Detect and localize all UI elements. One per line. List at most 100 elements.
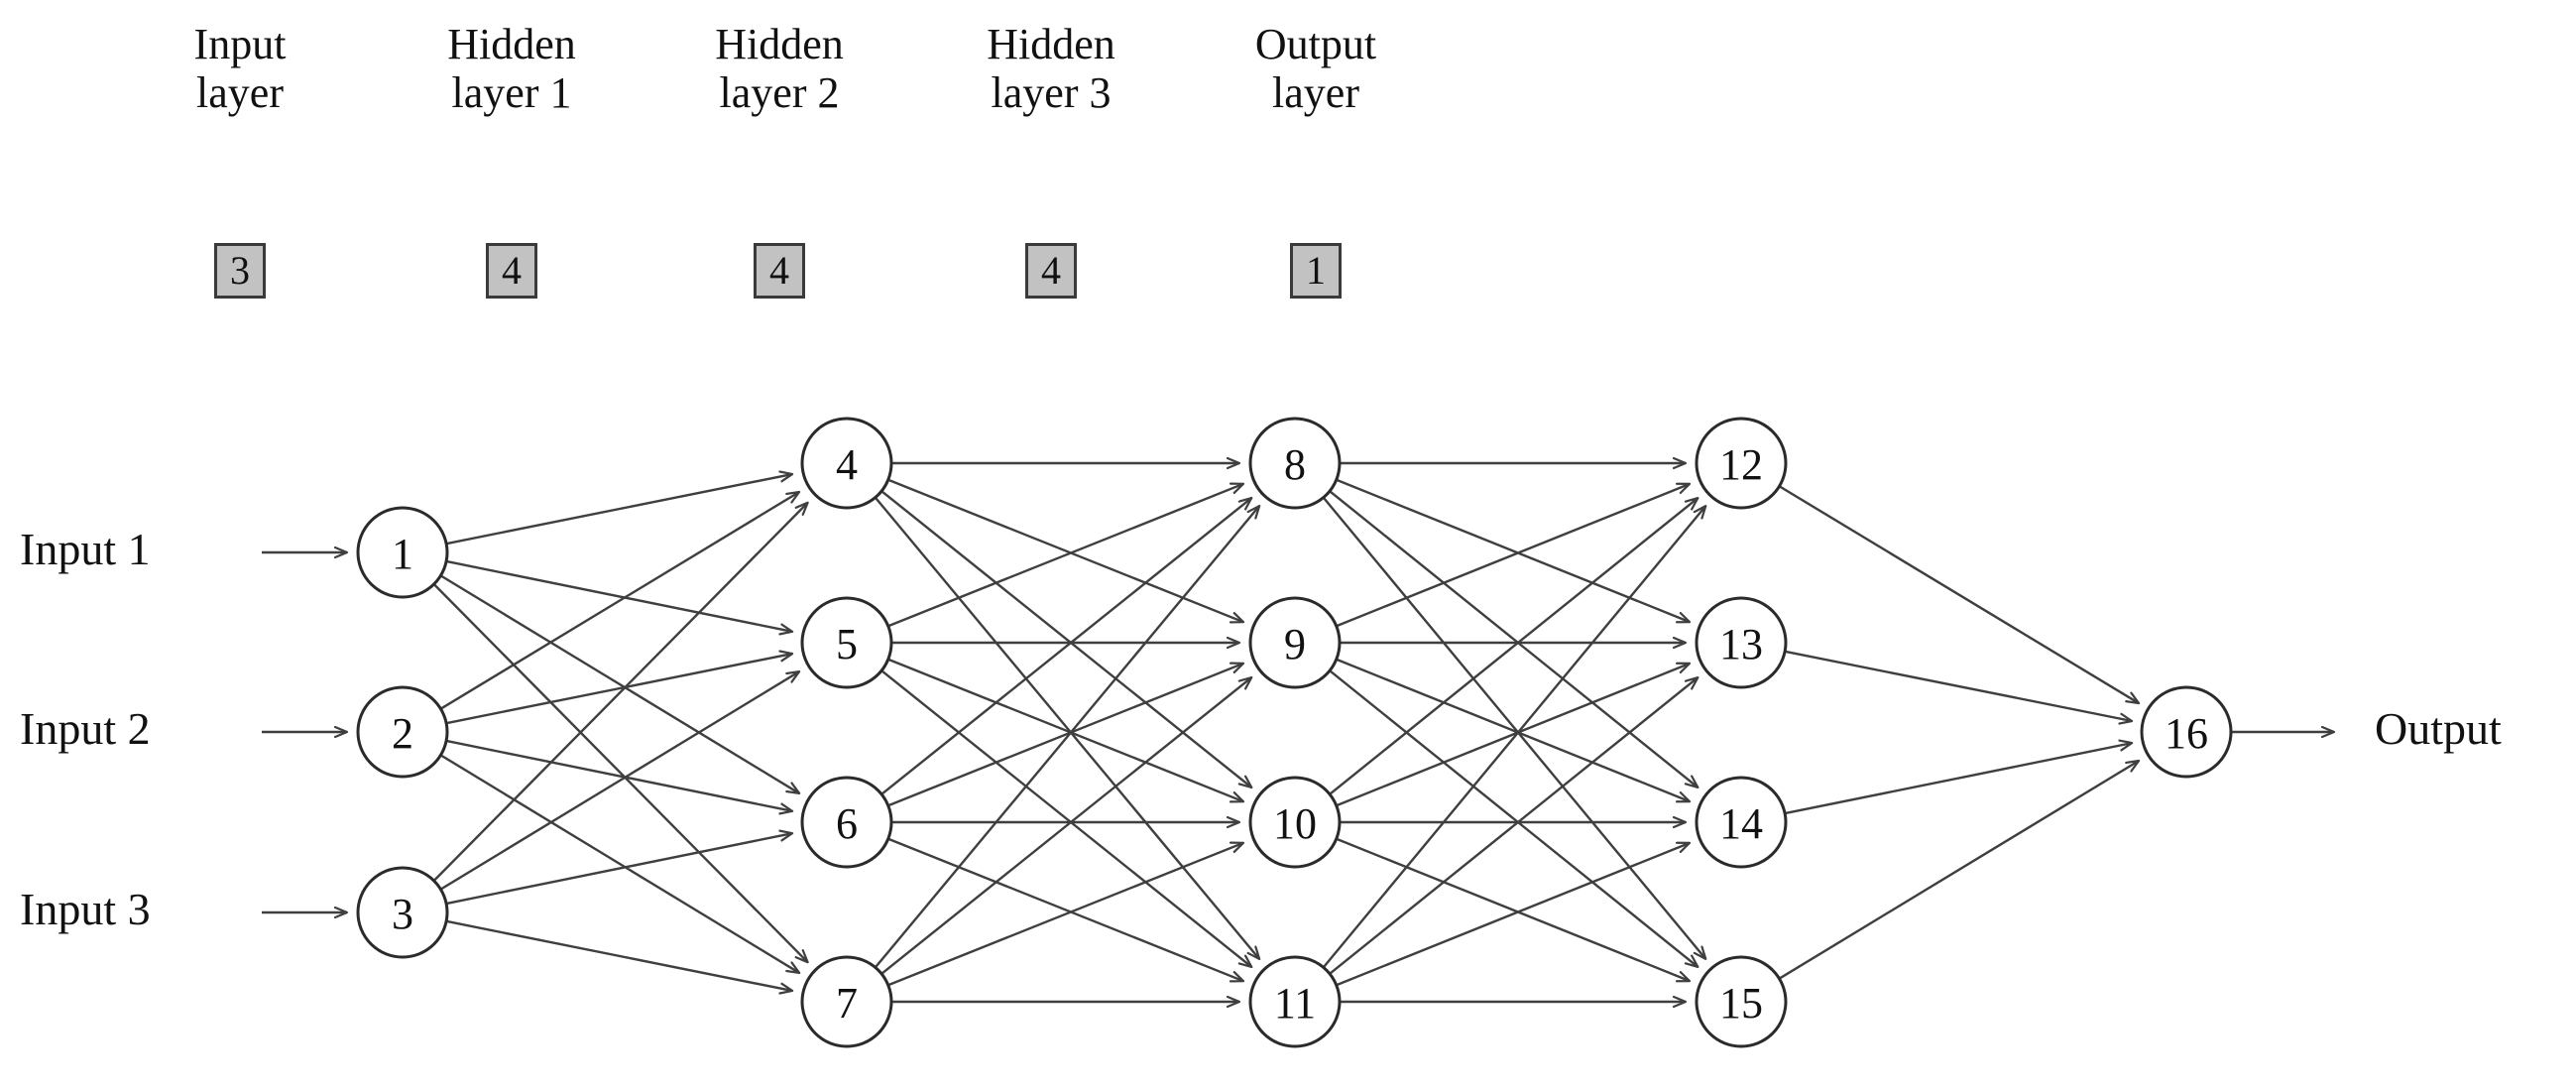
node-16[interactable]: 16	[2140, 685, 2233, 779]
edge-7-to-8	[874, 506, 1259, 969]
node-circle-4	[800, 417, 893, 510]
node-6[interactable]: 6	[800, 776, 893, 869]
node-9[interactable]: 9	[1248, 596, 1342, 689]
output-label-1: Output	[2375, 703, 2502, 754]
io-arrows-group	[262, 552, 2334, 912]
count-badge-hidden-layer-3: 4	[1025, 243, 1077, 299]
layer-header-output-layer: Output layer	[1254, 20, 1377, 118]
edge-10-to-13	[1336, 664, 1690, 807]
edge-9-to-14	[1336, 658, 1690, 801]
input-label-2: Input 2	[20, 703, 151, 754]
edge-7-to-10	[887, 843, 1243, 987]
edge-4-to-9	[887, 478, 1243, 622]
node-label-11: 11	[1274, 979, 1316, 1028]
node-4[interactable]: 4	[800, 417, 893, 510]
node-label-3: 3	[392, 890, 413, 938]
layer-header-hidden-layer-2: Hidden layer 2	[715, 20, 844, 118]
edge-1-to-4	[445, 474, 792, 546]
node-circle-15	[1695, 955, 1788, 1048]
edge-2-to-5	[445, 654, 792, 725]
edge-8-to-13	[1336, 478, 1690, 622]
edge-11-to-14	[1336, 843, 1690, 987]
node-8[interactable]: 8	[1248, 417, 1342, 510]
node-circle-6	[800, 776, 893, 869]
node-label-14: 14	[1719, 799, 1763, 848]
count-badge-input-layer: 3	[214, 243, 266, 299]
count-badge-hidden-layer-1: 4	[486, 243, 537, 299]
node-circle-1	[356, 506, 449, 599]
edge-5-to-10	[887, 658, 1243, 801]
node-circle-2	[356, 685, 449, 779]
edge-10-to-15	[1336, 837, 1690, 981]
edge-9-to-15	[1329, 669, 1698, 967]
node-circle-14	[1695, 776, 1788, 869]
edge-3-to-6	[445, 833, 792, 906]
node-12[interactable]: 12	[1695, 417, 1788, 510]
edge-2-to-7	[439, 754, 799, 973]
edge-11-to-12	[1322, 506, 1706, 969]
node-label-2: 2	[392, 709, 413, 758]
node-14[interactable]: 14	[1695, 776, 1788, 869]
node-label-13: 13	[1719, 620, 1763, 668]
edge-15-to-16	[1778, 761, 2139, 980]
edge-3-to-4	[432, 503, 808, 882]
node-2[interactable]: 2	[356, 685, 449, 779]
node-label-1: 1	[392, 530, 413, 578]
node-circle-11	[1248, 955, 1342, 1048]
edge-2-to-6	[445, 739, 792, 811]
edge-8-to-15	[1322, 496, 1706, 959]
edges-group	[432, 463, 2140, 1002]
node-label-8: 8	[1284, 440, 1306, 489]
edge-9-to-12	[1336, 484, 1690, 628]
layer-header-hidden-layer-3: Hidden layer 3	[987, 20, 1115, 118]
edge-10-to-12	[1329, 498, 1698, 795]
node-10[interactable]: 10	[1248, 776, 1342, 869]
node-circle-10	[1248, 776, 1342, 869]
node-11[interactable]: 11	[1248, 955, 1342, 1048]
edge-6-to-8	[880, 498, 1251, 795]
node-13[interactable]: 13	[1695, 596, 1788, 689]
edge-4-to-10	[880, 490, 1251, 788]
node-label-5: 5	[836, 620, 858, 668]
count-badge-hidden-layer-2: 4	[754, 243, 805, 299]
node-label-10: 10	[1273, 799, 1317, 848]
node-15[interactable]: 15	[1695, 955, 1788, 1048]
node-label-6: 6	[836, 799, 858, 848]
edge-1-to-7	[432, 583, 808, 962]
node-7[interactable]: 7	[800, 955, 893, 1048]
node-5[interactable]: 5	[800, 596, 893, 689]
edge-6-to-11	[887, 837, 1243, 981]
edge-11-to-13	[1329, 677, 1698, 975]
layer-header-hidden-layer-1: Hidden layer 1	[447, 20, 576, 118]
edge-2-to-4	[439, 492, 800, 710]
node-label-12: 12	[1719, 440, 1763, 489]
edge-5-to-8	[887, 484, 1243, 628]
input-label-1: Input 1	[20, 524, 151, 574]
edge-4-to-11	[874, 496, 1259, 959]
edge-5-to-11	[880, 669, 1251, 967]
count-badge-output-layer: 1	[1290, 243, 1342, 299]
node-circle-9	[1248, 596, 1342, 689]
node-circle-8	[1248, 417, 1342, 510]
node-3[interactable]: 3	[356, 866, 449, 959]
edge-6-to-9	[887, 664, 1243, 807]
node-circle-7	[800, 955, 893, 1048]
layer-header-input-layer: Input layer	[193, 20, 287, 118]
edge-14-to-16	[1784, 743, 2132, 815]
node-circle-5	[800, 596, 893, 689]
node-1[interactable]: 1	[356, 506, 449, 599]
node-label-9: 9	[1284, 620, 1306, 668]
input-label-3: Input 3	[20, 884, 151, 934]
edge-3-to-5	[439, 671, 799, 891]
node-circle-3	[356, 866, 449, 959]
edge-8-to-14	[1329, 490, 1698, 788]
edge-7-to-9	[880, 677, 1251, 975]
edge-12-to-16	[1778, 485, 2140, 703]
edge-13-to-16	[1784, 650, 2132, 721]
node-circle-12	[1695, 417, 1788, 510]
edge-3-to-7	[445, 919, 792, 991]
node-label-4: 4	[836, 440, 858, 489]
